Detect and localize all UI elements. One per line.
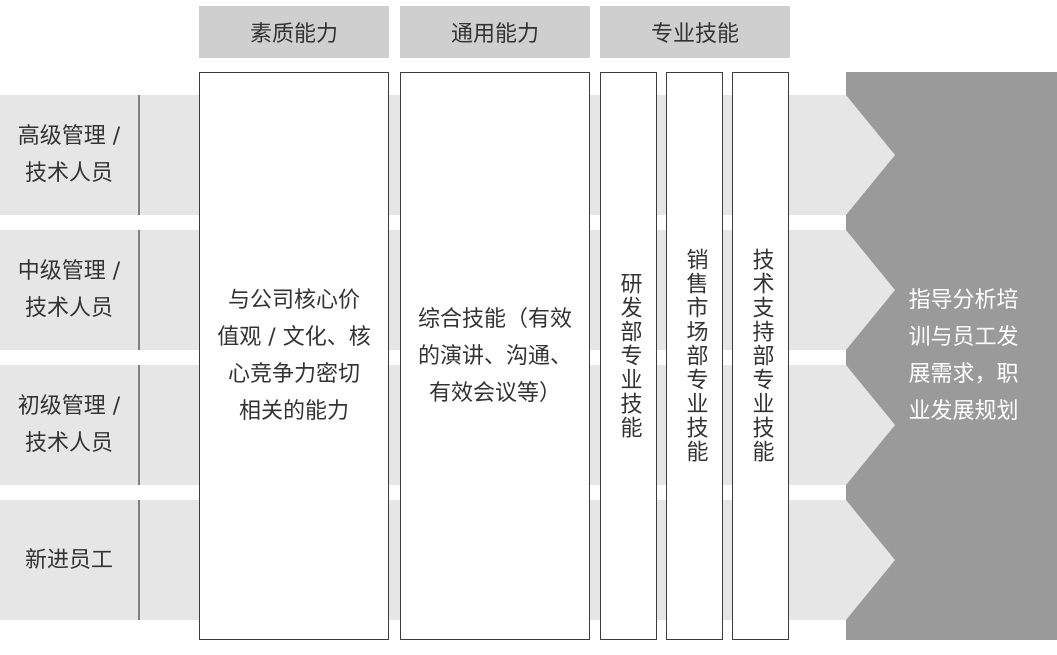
result-line-3: 展需求，职 bbox=[908, 362, 1019, 387]
row-label-senior-line2: 技术人员 bbox=[24, 161, 113, 186]
row-label-new: 新进员工 bbox=[0, 500, 138, 620]
row-divider-new bbox=[138, 500, 140, 620]
general-box: 综合技能（有效 的演讲、沟通、 有效会议等） bbox=[400, 72, 590, 640]
row-divider-senior bbox=[138, 95, 140, 215]
row-label-junior-line2: 技术人员 bbox=[24, 431, 113, 456]
row-label-new-line1: 新进员工 bbox=[24, 547, 113, 573]
row-label-senior-line1: 高级管理 / bbox=[17, 124, 121, 149]
quality-line-4: 相关的能力 bbox=[238, 399, 349, 424]
row-label-middle-line1: 中级管理 / bbox=[17, 259, 121, 284]
general-line-3: 有效会议等） bbox=[428, 380, 561, 406]
general-line-2: 的演讲、沟通、 bbox=[417, 343, 572, 369]
row-label-junior: 初级管理 / 技术人员 bbox=[0, 365, 138, 485]
header-professional: 专业技能 bbox=[600, 6, 790, 58]
quality-line-2: 值观 / 文化、核 bbox=[217, 325, 371, 350]
rd-box: 研发部专业技能 bbox=[600, 72, 657, 640]
support-box: 技术支持部专业技能 bbox=[732, 72, 789, 640]
quality-box: 与公司核心价 值观 / 文化、核 心竞争力密切 相关的能力 bbox=[199, 72, 389, 640]
general-box-text: 综合技能（有效 的演讲、沟通、 有效会议等） bbox=[418, 301, 572, 412]
rd-box-text: 研发部专业技能 bbox=[616, 272, 642, 440]
arrow-junior bbox=[855, 365, 895, 485]
arrow-senior bbox=[855, 95, 895, 215]
result-line-2: 训与员工发 bbox=[908, 325, 1019, 350]
sales-box: 销售市场部专业技能 bbox=[666, 72, 723, 640]
arrow-middle bbox=[855, 230, 895, 350]
result-text: 指导分析培 训与员工发 展需求，职 业发展规划 bbox=[908, 282, 1018, 430]
row-label-junior-line1: 初级管理 / bbox=[17, 394, 121, 419]
arrow-new bbox=[855, 500, 895, 620]
support-box-text: 技术支持部专业技能 bbox=[748, 248, 774, 464]
result-line-4: 业发展规划 bbox=[908, 399, 1019, 424]
quality-box-text: 与公司核心价 值观 / 文化、核 心竞争力密切 相关的能力 bbox=[217, 282, 370, 430]
result-panel: 指导分析培 训与员工发 展需求，职 业发展规划 bbox=[870, 72, 1057, 640]
result-line-1: 指导分析培 bbox=[908, 288, 1019, 313]
header-general: 通用能力 bbox=[400, 6, 590, 58]
header-quality: 素质能力 bbox=[199, 6, 389, 58]
row-label-middle: 中级管理 / 技术人员 bbox=[0, 230, 138, 350]
row-divider-middle bbox=[138, 230, 140, 350]
sales-box-text: 销售市场部专业技能 bbox=[682, 248, 708, 464]
quality-line-1: 与公司核心价 bbox=[227, 288, 360, 313]
general-line-1: 综合技能（有效 bbox=[417, 306, 572, 332]
row-divider-junior bbox=[138, 365, 140, 485]
row-label-middle-line2: 技术人员 bbox=[24, 296, 113, 321]
quality-line-3: 心竞争力密切 bbox=[227, 362, 360, 387]
row-label-senior: 高级管理 / 技术人员 bbox=[0, 95, 138, 215]
